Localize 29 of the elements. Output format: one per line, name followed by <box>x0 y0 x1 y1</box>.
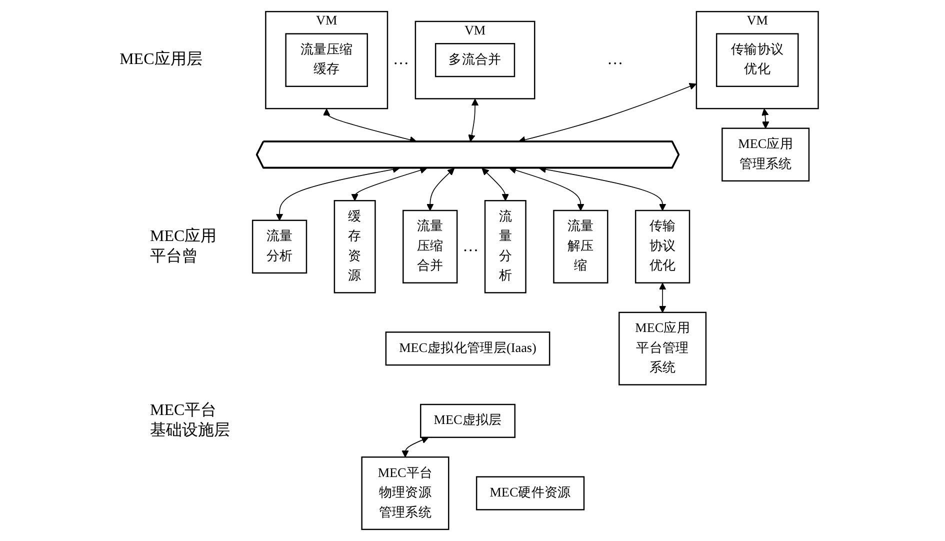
node-box: 缓存资源 <box>333 200 376 294</box>
arrow <box>481 168 509 201</box>
arrow <box>658 282 666 313</box>
layer-label: MEC应用平台曾 <box>150 226 218 267</box>
arrow <box>468 98 478 142</box>
layer-label: MEC应用层 <box>120 50 204 70</box>
node-box: 流量分析 <box>252 220 307 274</box>
node-box: MEC应用平台管理系统 <box>618 312 706 386</box>
layer-label: MEC平台基础设施层 <box>150 400 231 441</box>
arrow <box>508 166 584 211</box>
node-box: MEC硬件资源 <box>476 476 584 510</box>
node-box: MEC虚拟层 <box>420 404 516 438</box>
node-box: 流量压缩合并 <box>402 210 458 284</box>
ellipsis: … <box>607 50 624 70</box>
arrow <box>426 168 454 211</box>
arrow <box>401 436 428 458</box>
node-box: 传输协议优化 <box>634 210 690 284</box>
node-box: MEC平台物理资源管理系统 <box>360 456 449 530</box>
node-box: 多流合并 <box>434 43 515 78</box>
node-box: 流量分析 <box>484 200 526 294</box>
node-box: 流量解压缩 <box>552 210 608 284</box>
node-box: 流量压缩缓存 <box>284 33 368 87</box>
ellipsis: … <box>393 50 410 70</box>
node-box: MEC虚拟化管理层(Iaas) <box>384 332 550 366</box>
node-box: MEC应用管理系统 <box>721 128 810 182</box>
ellipsis: … <box>462 236 479 257</box>
arrow <box>350 166 427 201</box>
arrow <box>761 108 769 129</box>
node-box: 传输协议优化 <box>716 33 798 87</box>
